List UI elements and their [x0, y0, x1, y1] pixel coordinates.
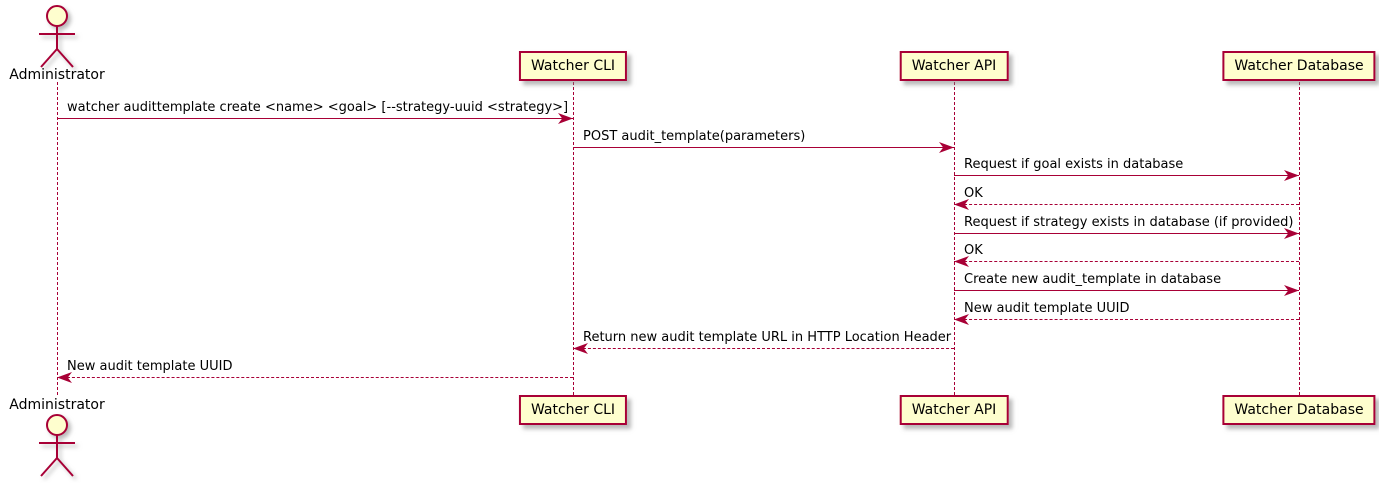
message-label: New audit template UUID — [67, 359, 233, 374]
message-arrowhead-icon — [954, 256, 969, 267]
lifeline-administrator — [57, 82, 58, 395]
participant-box-watcher-cli-top: Watcher CLI — [518, 51, 628, 81]
message-label: POST audit_template(parameters) — [583, 129, 806, 144]
message-line — [573, 147, 954, 148]
message-arrowhead-icon — [1284, 228, 1299, 239]
message-label: Create new audit_template in database — [964, 272, 1222, 287]
message-arrowhead-icon — [1284, 285, 1299, 296]
actor-figure-icon — [39, 414, 75, 477]
message-arrowhead-icon — [573, 343, 588, 354]
message-arrowhead-icon — [954, 199, 969, 210]
lifeline-watcher-cli — [573, 82, 574, 395]
message-line — [954, 319, 1299, 320]
message-line — [57, 118, 573, 119]
message-arrowhead-icon — [954, 314, 969, 325]
actor-label-administrator-top: Administrator — [9, 67, 105, 83]
message-label: Request if strategy exists in database (… — [964, 215, 1294, 230]
message-line — [573, 348, 954, 349]
participant-box-watcher-api-bottom: Watcher API — [899, 395, 1009, 425]
message-label: OK — [964, 243, 983, 258]
lifeline-watcher-api — [954, 82, 955, 395]
message-line — [57, 377, 573, 378]
message-arrowhead-icon — [1284, 170, 1299, 181]
message-label: Request if goal exists in database — [964, 157, 1184, 172]
lifeline-watcher-database — [1299, 82, 1300, 395]
message-arrowhead-icon — [558, 113, 573, 124]
participant-box-watcher-cli-bottom: Watcher CLI — [518, 395, 628, 425]
message-line — [954, 175, 1299, 176]
message-line — [954, 261, 1299, 262]
message-label: New audit template UUID — [964, 301, 1130, 316]
actor-figure-icon — [39, 5, 75, 68]
message-line — [954, 290, 1299, 291]
message-arrowhead-icon — [57, 372, 72, 383]
participant-box-watcher-database-bottom: Watcher Database — [1222, 395, 1376, 425]
message-line — [954, 233, 1299, 234]
message-label: Return new audit template URL in HTTP Lo… — [583, 330, 952, 345]
message-arrowhead-icon — [939, 142, 954, 153]
actor-label-administrator-bottom: Administrator — [9, 397, 105, 413]
message-line — [954, 204, 1299, 205]
message-label: OK — [964, 186, 983, 201]
participant-box-watcher-database-top: Watcher Database — [1222, 51, 1376, 81]
participant-box-watcher-api-top: Watcher API — [899, 51, 1009, 81]
message-label: watcher audittemplate create <name> <goa… — [67, 100, 569, 115]
